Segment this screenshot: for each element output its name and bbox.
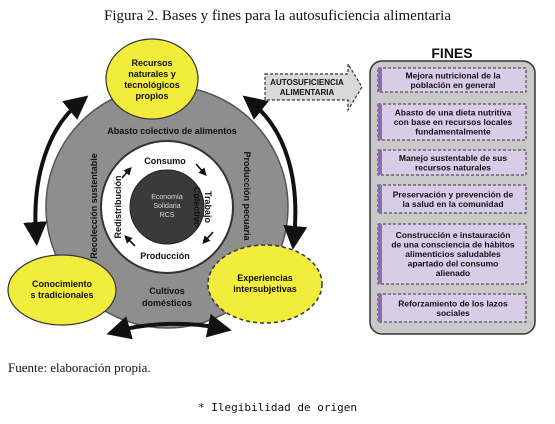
inner-label-left: Redistribución bbox=[113, 175, 123, 238]
fines-item-line: sociales bbox=[436, 308, 470, 318]
source-note: Fuente: elaboración propia. bbox=[8, 360, 151, 375]
fines-item-line: de una consciencia de hábitos bbox=[391, 240, 515, 250]
fines-item-box bbox=[377, 67, 527, 93]
fines-item-line: apartado del consumo bbox=[408, 259, 499, 269]
fines-item-line: Manejo sustentable de sus bbox=[399, 153, 507, 163]
core-circle bbox=[129, 169, 205, 245]
fines-item-line: Mejora nutricional de la bbox=[406, 70, 501, 80]
fines-item-line: población en general bbox=[410, 80, 495, 90]
fines-item-accent bbox=[378, 185, 382, 213]
node-bottom-left bbox=[7, 254, 117, 326]
inner-label-top: Consumo bbox=[144, 156, 186, 166]
figure-title: Figura 2. Bases y fines para la autosufi… bbox=[104, 8, 451, 24]
fines-item-line: Abasto de una dieta nutritiva bbox=[395, 108, 512, 118]
inner-label-bottom: Producción bbox=[140, 251, 190, 261]
node-bottom-right bbox=[207, 244, 323, 324]
fines-item-box bbox=[377, 184, 527, 214]
fines-item-accent bbox=[378, 150, 382, 175]
inner-label-right: TrabajoColectivo bbox=[192, 187, 213, 228]
fines-item-line: alimenticios saludables bbox=[405, 249, 501, 259]
fines-item-box bbox=[377, 293, 527, 323]
outer-label-top: Abasto colectivo de alimentos bbox=[107, 126, 237, 136]
autosufficiency-arrow bbox=[264, 61, 363, 113]
fines-title: FINES bbox=[431, 45, 472, 61]
fines-item-box bbox=[377, 149, 527, 176]
fines-item-box bbox=[377, 103, 527, 141]
fines-item-accent bbox=[378, 224, 382, 284]
fines-item-line: recursos naturales bbox=[415, 162, 491, 172]
fines-item-line: con base en recursos locales bbox=[394, 117, 513, 127]
outer-label-left: Recolección sustentable bbox=[89, 153, 99, 259]
outer-label-right: Producción pecuaria bbox=[242, 151, 252, 241]
fines-item-accent bbox=[378, 68, 382, 92]
node-top bbox=[105, 38, 199, 120]
fines-item-line: Construcción e instauración bbox=[396, 230, 511, 240]
fines-item-line: Preservación y prevención de bbox=[393, 189, 514, 199]
inner-cycle-arrows bbox=[121, 163, 214, 247]
outer-cycle-arrows bbox=[23, 95, 308, 340]
fines-item-accent bbox=[378, 104, 382, 140]
fines-item-accent bbox=[378, 294, 382, 322]
fines-item-line: alienado bbox=[436, 268, 470, 278]
fines-item-line: la salud en la comunidad bbox=[402, 199, 503, 209]
fines-item-line: fundamentalmente bbox=[415, 127, 491, 137]
fines-item-line: Reforzamiento de los lazos bbox=[398, 298, 508, 308]
legibility-note: * Ilegibilidad de origen bbox=[198, 401, 357, 414]
